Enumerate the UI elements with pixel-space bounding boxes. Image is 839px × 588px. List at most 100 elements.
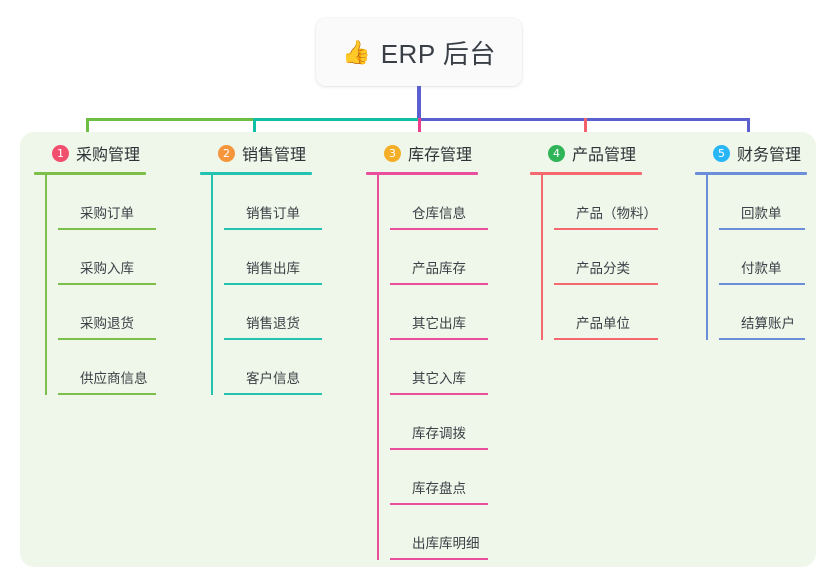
- list-item-rule: [390, 283, 488, 285]
- root-title: ERP 后台: [380, 38, 496, 69]
- list-item-label: 结算账户: [741, 316, 795, 331]
- list-item-rule: [554, 283, 658, 285]
- root-node[interactable]: 👍 ERP 后台: [316, 18, 522, 86]
- list-item[interactable]: 仓库信息: [390, 175, 488, 230]
- column-header[interactable]: 1 采购管理: [34, 140, 146, 166]
- list-item-rule: [224, 283, 322, 285]
- list-item[interactable]: 付款单: [719, 230, 807, 285]
- list-item-label: 采购退货: [80, 316, 134, 331]
- list-item-rule: [719, 283, 805, 285]
- column-underline: [34, 172, 146, 175]
- list-item-label: 客户信息: [246, 371, 300, 386]
- column-item-list: 回款单付款单结算账户: [706, 175, 807, 340]
- column-header[interactable]: 4 产品管理: [530, 140, 642, 166]
- column-underline: [695, 172, 807, 175]
- list-item[interactable]: 产品单位: [554, 285, 658, 340]
- list-item-label: 库存调拨: [412, 426, 466, 441]
- list-item-rule: [390, 228, 488, 230]
- column-item-list: 销售订单销售出库销售退货客户信息: [211, 175, 322, 395]
- number-badge-icon: 2: [218, 144, 235, 162]
- column-underline: [366, 172, 478, 175]
- list-item-rule: [390, 338, 488, 340]
- list-item-label: 付款单: [741, 261, 782, 276]
- rail-teal: [253, 118, 419, 121]
- column-underline: [200, 172, 312, 175]
- list-item-rule: [390, 558, 488, 560]
- list-item[interactable]: 客户信息: [224, 340, 322, 395]
- list-item[interactable]: 销售退货: [224, 285, 322, 340]
- list-item[interactable]: 其它入库: [390, 340, 488, 395]
- list-item-rule: [58, 338, 156, 340]
- list-item-rule: [554, 338, 658, 340]
- column-title: 产品管理: [572, 147, 637, 164]
- list-item-label: 其它入库: [412, 371, 466, 386]
- list-item-label: 库存盘点: [412, 481, 466, 496]
- list-item[interactable]: 供应商信息: [58, 340, 156, 395]
- list-item-label: 销售退货: [246, 316, 300, 331]
- list-item-label: 销售出库: [246, 261, 300, 276]
- list-item[interactable]: 产品库存: [390, 230, 488, 285]
- list-item[interactable]: 结算账户: [719, 285, 807, 340]
- column-title: 采购管理: [76, 147, 141, 164]
- list-item-label: 供应商信息: [80, 371, 148, 386]
- list-item[interactable]: 产品分类: [554, 230, 658, 285]
- rail-green: [86, 118, 254, 121]
- number-badge-icon: 4: [548, 144, 565, 162]
- column-header[interactable]: 5 财务管理: [695, 140, 807, 166]
- list-item-rule: [224, 338, 322, 340]
- list-item-label: 产品（物料）: [576, 206, 657, 221]
- list-item[interactable]: 回款单: [719, 175, 807, 230]
- list-item-label: 仓库信息: [412, 206, 466, 221]
- list-item-rule: [58, 228, 156, 230]
- list-item-label: 其它出库: [412, 316, 466, 331]
- list-item[interactable]: 采购订单: [58, 175, 156, 230]
- number-badge-icon: 1: [52, 144, 69, 162]
- list-item-rule: [390, 503, 488, 505]
- column-item-list: 仓库信息产品库存其它出库其它入库库存调拨库存盘点出库库明细: [377, 175, 488, 560]
- list-item-rule: [719, 338, 805, 340]
- list-item-label: 出库库明细: [412, 536, 480, 551]
- list-item[interactable]: 库存盘点: [390, 450, 488, 505]
- list-item[interactable]: 采购入库: [58, 230, 156, 285]
- thumbs-up-icon: 👍: [342, 38, 371, 65]
- list-item-label: 产品单位: [576, 316, 630, 331]
- list-item-label: 采购入库: [80, 261, 134, 276]
- list-item-rule: [554, 228, 658, 230]
- list-item-rule: [390, 393, 488, 395]
- list-item-rule: [224, 228, 322, 230]
- list-item-label: 采购订单: [80, 206, 134, 221]
- column-spine: [377, 175, 379, 560]
- number-badge-icon: 5: [713, 144, 730, 162]
- list-item-label: 产品库存: [412, 261, 466, 276]
- column-4: 4 产品管理产品（物料） 产品分类产品单位: [530, 140, 658, 340]
- list-item[interactable]: 销售订单: [224, 175, 322, 230]
- list-item-rule: [58, 393, 156, 395]
- column-spine: [541, 175, 543, 340]
- list-item[interactable]: 采购退货: [58, 285, 156, 340]
- list-item-rule: [390, 448, 488, 450]
- column-1: 1 采购管理采购订单采购入库采购退货供应商信息: [34, 140, 156, 395]
- list-item[interactable]: 其它出库: [390, 285, 488, 340]
- column-title: 库存管理: [408, 147, 473, 164]
- list-item-label: 产品分类: [576, 261, 630, 276]
- root-stem-connector: [417, 86, 421, 118]
- column-5: 5 财务管理回款单付款单结算账户: [695, 140, 807, 340]
- list-item[interactable]: 销售出库: [224, 230, 322, 285]
- column-title: 财务管理: [737, 147, 802, 164]
- column-item-list: 产品（物料） 产品分类产品单位: [541, 175, 658, 340]
- column-item-list: 采购订单采购入库采购退货供应商信息: [45, 175, 156, 395]
- column-spine: [45, 175, 47, 395]
- column-spine: [211, 175, 213, 395]
- list-item-rule: [224, 393, 322, 395]
- list-item[interactable]: 库存调拨: [390, 395, 488, 450]
- rail-blue: [418, 118, 749, 121]
- list-item[interactable]: 出库库明细: [390, 505, 488, 560]
- branch-panel: [20, 132, 816, 567]
- list-item-rule: [58, 283, 156, 285]
- list-item[interactable]: 产品（物料）: [554, 175, 658, 230]
- list-item-rule: [719, 228, 805, 230]
